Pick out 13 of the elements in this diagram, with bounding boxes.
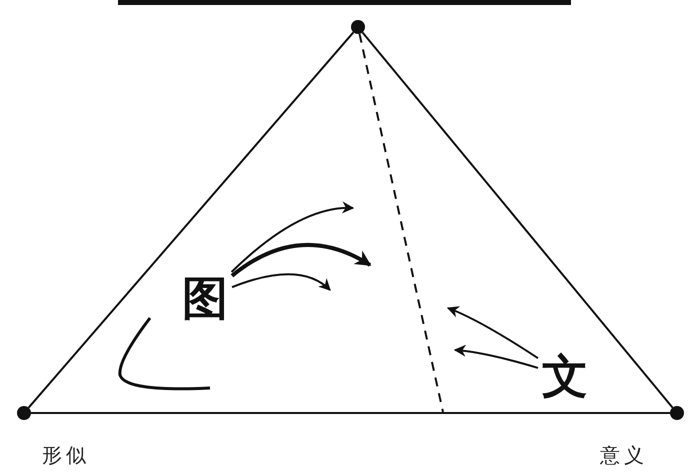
dashed-line — [358, 34, 444, 412]
curved-arrow — [230, 243, 372, 278]
triangle-side — [362, 32, 674, 408]
triangle-side — [31, 412, 670, 414]
curved-arrow — [232, 273, 331, 291]
curved-arrow — [446, 306, 539, 360]
curved-arrow — [230, 202, 354, 273]
triangle-side — [28, 32, 354, 408]
curved-arrow — [454, 344, 538, 369]
vertex-caption: 意义 — [600, 446, 648, 466]
concept-label: 图 — [178, 272, 232, 324]
concept-label: 文 — [538, 350, 592, 402]
vertex-caption: 形似 — [42, 446, 90, 466]
